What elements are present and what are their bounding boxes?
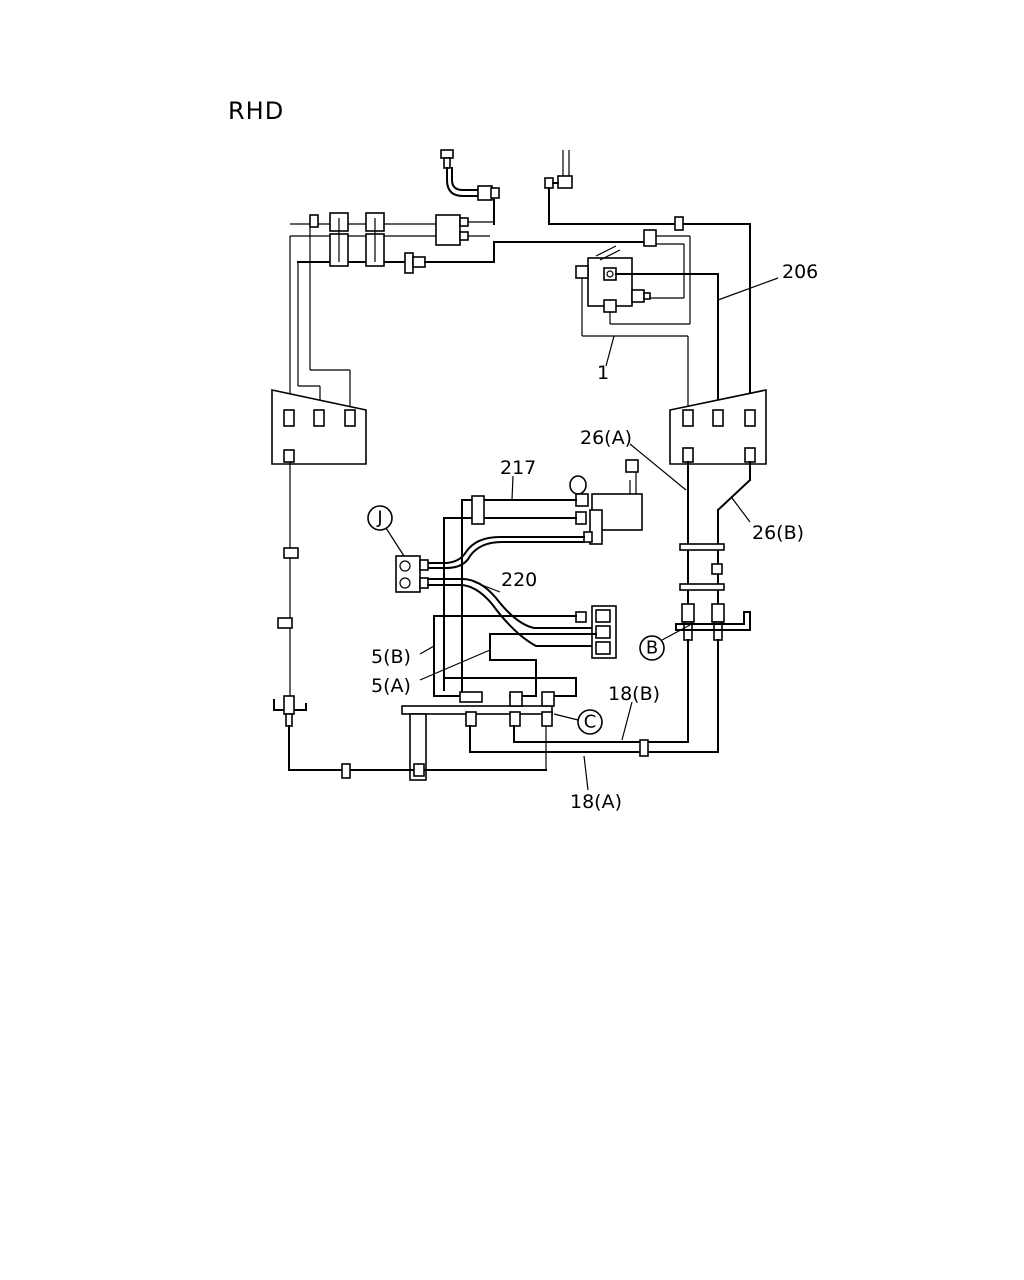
top-right-fitting (544, 150, 751, 411)
left-pipes (289, 227, 351, 410)
marker-j-label: J (376, 508, 382, 529)
pipes-217 (419, 495, 585, 691)
marker-c-label: C (584, 712, 597, 733)
callout-26a: 26(A) (580, 427, 632, 449)
marker-b (639, 635, 665, 661)
marker-b-label: B (646, 638, 658, 659)
master-cylinder (569, 459, 643, 545)
callout-220: 220 (501, 569, 537, 591)
right-junction-block (669, 389, 767, 465)
top-left-hose-fitting (440, 149, 500, 225)
vacuum-unit (433, 605, 617, 697)
callout-18b: 18(B) (608, 683, 660, 705)
callout-18a: 18(A) (570, 791, 622, 813)
callout-5b: 5(B) (371, 646, 411, 668)
callout-1: 1 (597, 362, 609, 384)
left-lower-pipe (273, 547, 547, 779)
junction-j (395, 555, 597, 647)
proportioning-valve (575, 229, 719, 411)
junction-c-bracket (401, 691, 719, 781)
callout-26b: 26(B) (752, 522, 804, 544)
brake-pipe-junction-top (290, 212, 651, 274)
callout-5a: 5(A) (371, 675, 411, 697)
callout-217: 217 (500, 457, 536, 479)
junction-b-bracket (675, 603, 751, 753)
left-junction-block (271, 389, 367, 700)
right-pipes (679, 461, 752, 605)
marker-j (367, 505, 393, 531)
callout-206: 206 (782, 261, 818, 283)
marker-c (577, 709, 603, 735)
diagram-title: RHD (228, 97, 284, 125)
